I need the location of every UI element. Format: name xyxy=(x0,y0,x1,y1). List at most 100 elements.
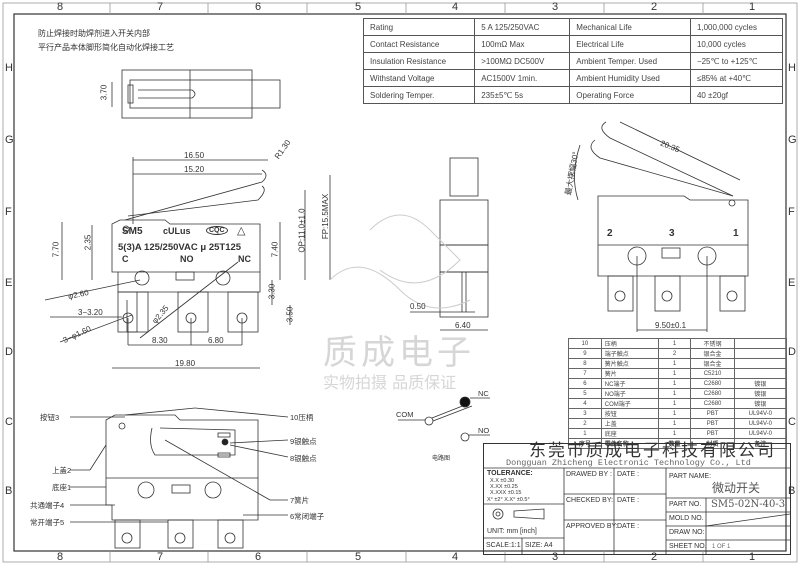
cell: 5 A 125/250VAC xyxy=(474,18,571,36)
cell: −25℃ to +125℃ xyxy=(689,52,784,70)
grid-col: 4 xyxy=(452,551,459,563)
cell: UL94V-0 xyxy=(733,408,788,419)
cell: 1 xyxy=(657,388,692,399)
cell: AC1500V 1min. xyxy=(474,69,571,87)
dim-label: OP:11.0±1.0 xyxy=(297,208,307,253)
grid-row: F xyxy=(788,206,795,218)
cell: Withstand Voltage xyxy=(362,69,476,87)
date-label: DATE : xyxy=(617,471,640,478)
approved-by-label: APPROVED BY: xyxy=(566,523,618,530)
circuit-caption: 电路图 xyxy=(432,456,451,462)
grid-col: 2 xyxy=(651,551,658,563)
part-label: 底座1 xyxy=(52,483,72,492)
cell xyxy=(733,368,788,379)
grid-row: F xyxy=(5,206,12,218)
tolerance-label: TOLERANCE: xyxy=(487,470,533,477)
pin-label-no: NO xyxy=(180,254,194,264)
grid-col: 7 xyxy=(157,1,164,13)
cell: 1 xyxy=(657,378,692,389)
ul-mark: cULus xyxy=(163,226,191,236)
pin-label-c: C xyxy=(122,254,129,264)
note-line: 防止焊接时助焊剂进入开关内部 xyxy=(38,29,150,38)
dim-label: 3.30 xyxy=(267,283,277,300)
cell: 9 xyxy=(568,348,602,359)
grid-row: E xyxy=(5,277,13,289)
dim-label: 3.50 xyxy=(285,306,295,323)
grid-col: 6 xyxy=(255,551,262,563)
cell: PBT xyxy=(690,418,735,429)
right-view xyxy=(574,121,749,332)
front-view xyxy=(44,157,331,369)
cell: PBT xyxy=(690,428,735,439)
cell: 按钮 xyxy=(600,408,659,419)
cell: C2680 xyxy=(690,398,735,409)
pin-label-nc: NC xyxy=(238,254,251,264)
cell: 压柄 xyxy=(600,338,659,349)
grid-col: 7 xyxy=(157,551,164,563)
part-label: 上盖2 xyxy=(52,466,72,475)
section-view xyxy=(70,407,289,549)
cell: 簧片触点 xyxy=(600,358,659,369)
part-label: 6常闭端子 xyxy=(290,512,325,521)
part-label: 常开端子5 xyxy=(30,518,65,527)
cell: 6 xyxy=(568,378,602,389)
cqc-mark: CQC xyxy=(206,226,228,235)
watermark-title: 质成电子 xyxy=(323,333,475,373)
grid-row: B xyxy=(5,485,13,497)
part-no-value: SM5-02N-40-3 xyxy=(711,499,786,510)
cell: NC端子 xyxy=(600,378,659,389)
grid-row: G xyxy=(788,134,797,146)
mold-no-label: MOLD NO. xyxy=(669,515,704,522)
grid-row: G xyxy=(5,134,14,146)
pin-number: 3 xyxy=(669,228,675,239)
cell: 8 xyxy=(568,358,602,369)
scale-label: SCALE:1:1 xyxy=(486,542,521,549)
grid-row: D xyxy=(5,346,13,358)
dim-label: 6.40 xyxy=(455,321,471,330)
side-view xyxy=(410,157,489,331)
dim-label: 3.70 xyxy=(99,84,109,101)
dim-label: 7.40 xyxy=(270,241,280,258)
cell: 1 xyxy=(657,338,692,349)
cell: Electrical Life xyxy=(569,35,691,53)
grid-col: 2 xyxy=(651,1,658,13)
tolerance-line: X.XX ±0.25 xyxy=(490,484,518,490)
cell: Mechanical Life xyxy=(569,18,691,36)
cell: 银合金 xyxy=(690,358,735,369)
size-label: SIZE: A4 xyxy=(525,542,553,549)
cell: Contact Resistance xyxy=(362,35,476,53)
cell xyxy=(733,348,788,359)
part-label: 8银触点 xyxy=(290,454,317,463)
cell: 1 xyxy=(657,358,692,369)
unit-label: UNIT: mm [inch] xyxy=(487,528,537,535)
cell: 不锈钢 xyxy=(690,338,735,349)
cell: 1 xyxy=(657,398,692,409)
title-block: 东莞市质成电子科技有限公司 Dongguan Zhicheng Electron… xyxy=(483,443,791,555)
grid-row: C xyxy=(788,416,796,428)
cell: NO端子 xyxy=(600,388,659,399)
dim-label: 15.20 xyxy=(184,165,205,174)
dim-label: FP:15.5MAX xyxy=(321,193,331,240)
grid-col: 3 xyxy=(552,551,559,563)
part-label: 9银触点 xyxy=(290,437,317,446)
cell: 镀银 xyxy=(733,398,788,409)
cell: >100MΩ DC500V xyxy=(474,52,571,70)
cell: 镀银 xyxy=(733,388,788,399)
cell: 1 xyxy=(657,428,692,439)
model-marking: SM5 xyxy=(122,226,143,237)
cell: 镀银 xyxy=(733,378,788,389)
dim-label: 16.50 xyxy=(184,151,205,160)
cell xyxy=(733,338,788,349)
grid-col: 3 xyxy=(552,1,559,13)
dim-label: 9.50±0.1 xyxy=(655,321,687,330)
cell: 40 ±20gf xyxy=(689,86,784,104)
dim-label: 7.70 xyxy=(51,241,61,258)
